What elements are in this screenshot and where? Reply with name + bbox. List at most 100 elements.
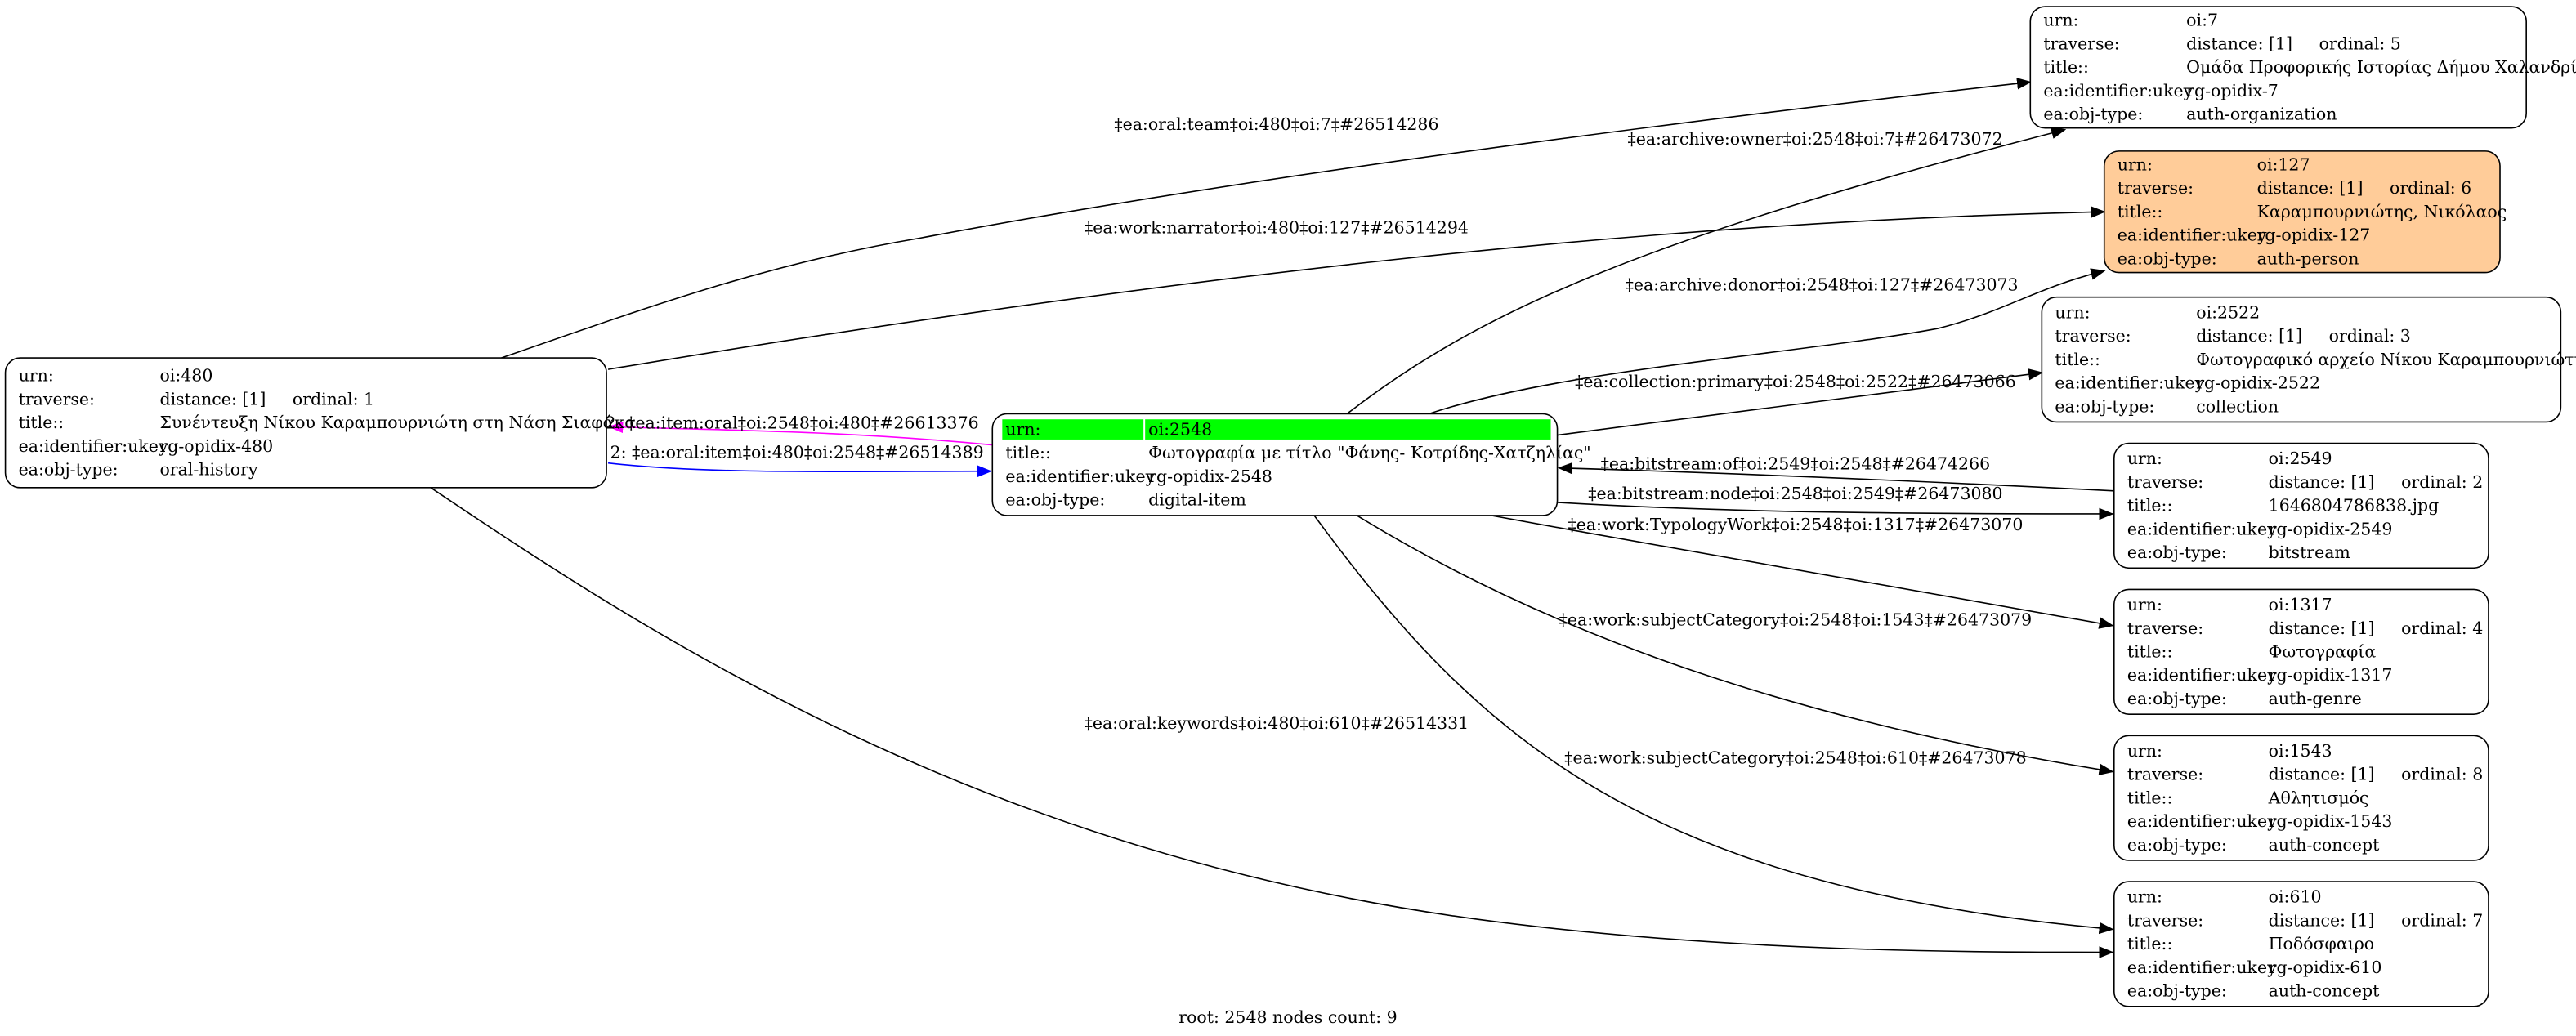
node-field-value: auth-concept — [2269, 835, 2380, 855]
node-field-value: oi:610 — [2269, 887, 2322, 907]
node-field-label: ea:identifier:ukey — [2127, 519, 2277, 538]
node-field-value: distance: [1] ordinal: 5 — [2186, 33, 2401, 53]
graph-node[interactable]: urn: oi:7 traverse: distance: [1] ordinal: … — [2029, 6, 2576, 129]
edge-line — [1557, 368, 2044, 436]
edges-layer: ‡ea:oral:team‡oi:480‡oi:7‡#26514286 ‡ea:w… — [430, 78, 2114, 958]
edge-label: ‡ea:archive:donor‡oi:2548‡oi:127‡#264730… — [1626, 275, 2019, 295]
graph-node[interactable]: urn: oi:1317 traverse: distance: [1] ordina… — [2113, 588, 2489, 715]
node-field-value: oi:480 — [159, 366, 212, 386]
node-field-label: traverse: — [2127, 618, 2203, 638]
node-field-value: rg-opidix-2549 — [2269, 519, 2393, 538]
node-field-value: distance: [1] ordinal: 4 — [2269, 618, 2484, 638]
node-field-label: traverse: — [2127, 765, 2203, 784]
node-field-label: ea:obj-type: — [2127, 543, 2227, 562]
edge-label: ‡ea:oral:keywords‡oi:480‡oi:610‡#2651433… — [1085, 713, 1469, 733]
node-field-value: distance: [1] ordinal: 7 — [2269, 910, 2484, 930]
edge-label: ‡ea:archive:owner‡oi:2548‡oi:7‡#26473072 — [1627, 129, 2002, 149]
node-field-label: traverse: — [2118, 178, 2194, 198]
edge-label: ‡ea:work:TypologyWork‡oi:2548‡oi:1317‡#2… — [1568, 515, 2023, 534]
edge-line — [430, 487, 2114, 958]
node-field-value: oral-history — [159, 460, 257, 480]
nodes-layer: urn: oi:480 traverse: distance: [1] ordinal… — [4, 6, 2576, 1007]
edge-label: ‡ea:oral:team‡oi:480‡oi:7‡#26514286 — [1114, 114, 1438, 134]
node-field-value: Ποδόσφαιρο — [2269, 934, 2374, 953]
node-field-value: rg-opidix-7 — [2186, 81, 2279, 100]
node-field-label: urn: — [2118, 154, 2153, 174]
node-field-label: ea:obj-type: — [2127, 835, 2227, 855]
node-field-label: title:: — [1005, 443, 1051, 462]
graph-footer: root: 2548 nodes count: 9 — [1178, 1007, 1397, 1027]
node-field-label: ea:identifier:ukey — [2127, 958, 2277, 977]
edge-label: ‡ea:collection:primary‡oi:2548‡oi:2522‡#… — [1575, 372, 2016, 391]
node-field-value: Συνέντευξη Νίκου Καραμπουρνιώτη στη Νάση… — [159, 413, 636, 432]
graph-node[interactable]: urn: oi:127 traverse: distance: [1] ordinal… — [2103, 150, 2507, 274]
node-field-label: ea:obj-type: — [19, 460, 119, 480]
node-field-label: ea:identifier:ukey — [2055, 373, 2204, 393]
node-box — [4, 357, 607, 489]
node-box — [2113, 735, 2489, 861]
node-field-value: auth-organization — [2186, 105, 2337, 124]
node-field-label: urn: — [2127, 741, 2162, 761]
node-field-label: title:: — [2127, 496, 2173, 516]
node-field-label: ea:obj-type: — [2118, 248, 2217, 268]
node-field-label: title:: — [2127, 788, 2173, 807]
node-field-label: traverse: — [2043, 33, 2119, 53]
edge-label: ‡ea:bitstream:of‡oi:2549‡oi:2548‡#264742… — [1601, 454, 1990, 474]
node-field-value: oi:1317 — [2269, 595, 2332, 614]
node-field-value: rg-opidix-2522 — [2196, 373, 2320, 393]
node-field-value: Ομάδα Προφορικής Ιστορίας Δήμου Χαλανδρί… — [2186, 57, 2576, 77]
node-field-label: ea:obj-type: — [1005, 490, 1105, 510]
node-field-value: rg-opidix-1317 — [2269, 665, 2393, 685]
node-field-value: Αθλητισμός — [2268, 788, 2369, 807]
node-field-value: oi:7 — [2186, 11, 2218, 30]
edge-line — [607, 462, 993, 477]
node-field-value: collection — [2196, 396, 2279, 416]
node-field-label: ea:obj-type: — [2127, 981, 2227, 1001]
root-highlight — [1145, 419, 1551, 440]
edge-line — [1557, 462, 2114, 492]
node-field-label: ea:obj-type: — [2055, 396, 2154, 416]
node-field-label: traverse: — [2055, 326, 2131, 346]
node-field-value: Φωτογραφικό αρχείο Νίκου Καραμπουρνιώτη — [2196, 350, 2576, 369]
node-field-label: ea:identifier:ukey — [2127, 665, 2277, 685]
edge-label: I2: ‡ea:item:oral‡oi:2548‡oi:480‡#266133… — [599, 413, 979, 432]
node-field-label: title:: — [19, 413, 65, 432]
edge-line — [1429, 268, 2106, 415]
node-box — [2103, 150, 2501, 274]
edge-line — [501, 78, 2033, 359]
node-field-label: ea:identifier:ukey — [2043, 81, 2193, 100]
node-field-value: auth-person — [2257, 248, 2359, 268]
node-box — [2029, 6, 2527, 129]
edge-label: ‡ea:bitstream:node‡oi:2548‡oi:2549‡#2647… — [1588, 484, 2002, 503]
node-field-label: urn: — [2127, 887, 2162, 907]
node-field-value: distance: [1] ordinal: 6 — [2257, 178, 2472, 198]
node-field-value: bitstream — [2269, 543, 2350, 562]
node-field-label: urn: — [2043, 11, 2078, 30]
edge-line — [1356, 515, 2114, 776]
node-field-label: traverse: — [2127, 472, 2203, 492]
node-field-value: Φωτογραφία — [2269, 642, 2377, 662]
node-field-label: ea:identifier:ukey — [2118, 226, 2267, 245]
node-field-value: Φωτογραφία με τίτλο "Φάνης- Κοτρίδης-Χατ… — [1148, 443, 1591, 462]
node-field-label: urn: — [2127, 595, 2162, 614]
node-field-value: oi:127 — [2257, 154, 2310, 174]
edge-line — [1557, 502, 2114, 520]
node-field-label: urn: — [2127, 449, 2162, 468]
node-field-label: ea:identifier:ukey — [19, 436, 168, 456]
node-field-value: oi:2522 — [2196, 302, 2260, 322]
edge-label: ‡ea:work:subjectCategory‡oi:2548‡oi:610‡… — [1564, 748, 2026, 767]
node-field-value: digital-item — [1148, 490, 1246, 510]
node-field-value: oi:2548 — [1148, 419, 1212, 439]
node-field-label: traverse: — [19, 389, 95, 409]
node-field-value: distance: [1] ordinal: 1 — [159, 389, 374, 409]
node-field-label: title:: — [2127, 642, 2173, 662]
node-box — [2113, 881, 2489, 1007]
root-highlight — [1002, 419, 1144, 440]
edge-line — [608, 421, 993, 446]
